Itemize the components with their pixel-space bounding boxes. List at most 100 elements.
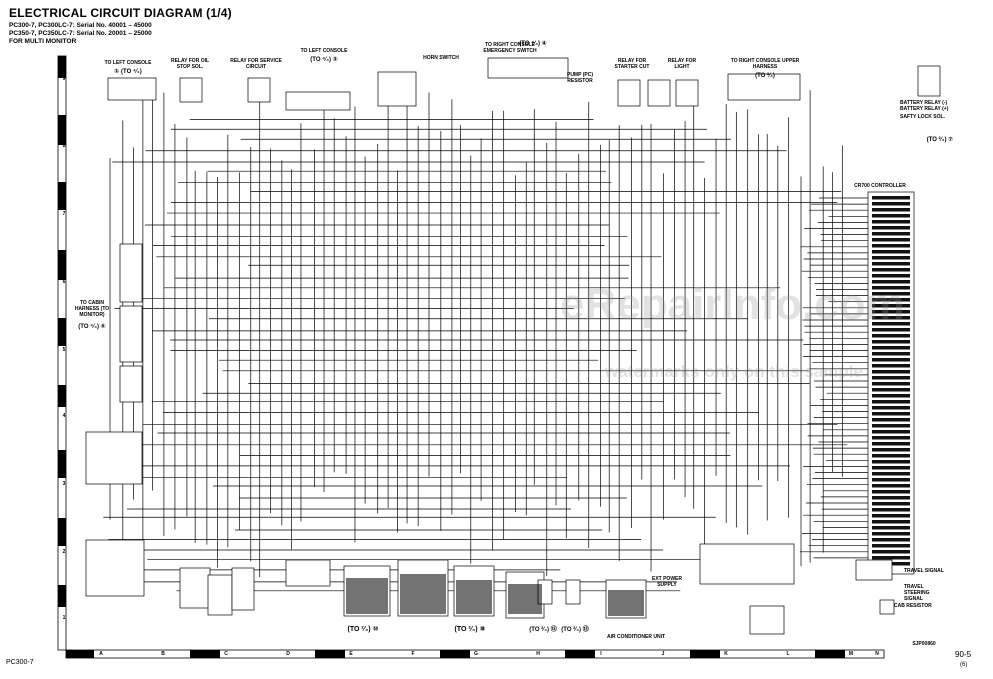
label-to-ref-right: (TO ²⁄₄) ⑦: [926, 137, 954, 143]
controller-pin: [872, 484, 910, 488]
controller-pin: [872, 262, 910, 266]
controller-pin: [872, 430, 910, 434]
controller-pin: [872, 298, 910, 302]
controller-pin: [872, 388, 910, 392]
row-label-1: 1: [62, 615, 66, 621]
controller-pin: [872, 382, 910, 386]
label-travel-steering: TRAVEL STEERING SIGNAL: [904, 584, 930, 602]
controller-pin: [872, 406, 910, 410]
controller-pin: [872, 226, 910, 230]
pin-table: [346, 578, 388, 614]
side-connector: [119, 243, 143, 303]
col-label-c: C: [224, 651, 228, 657]
pin-table: [456, 580, 492, 614]
row-label-9: 9: [62, 76, 66, 82]
controller-pin: [872, 550, 910, 554]
col-label-h: H: [536, 651, 540, 657]
controller-pin: [872, 364, 910, 368]
label-pump-resistor: PUMP (PC) RESISTOR: [566, 72, 594, 84]
top-connector: [247, 77, 271, 103]
controller-pin: [872, 286, 910, 290]
controller-pin: [872, 544, 910, 548]
controller-pin: [872, 376, 910, 380]
label-bottom-ref-3: (TO ²⁄₄) ⑫: [529, 627, 557, 633]
controller-pin: [872, 232, 910, 236]
row-label-8: 8: [62, 143, 66, 149]
controller-pin: [872, 448, 910, 452]
model-footer: PC300-7: [6, 659, 34, 666]
controller-pin: [872, 460, 910, 464]
bottom-connector: [879, 599, 895, 615]
controller-pin: [872, 358, 910, 362]
label-ext-power: EXT POWER SUPPLY: [651, 576, 682, 588]
col-label-m: M: [848, 651, 854, 657]
side-connector: [85, 431, 143, 485]
col-label-b: B: [161, 651, 165, 657]
row-label-2: 2: [62, 549, 66, 555]
top-connector: [487, 57, 569, 79]
controller-pin: [872, 478, 910, 482]
bottom-connector: [207, 574, 233, 616]
controller-pin: [872, 352, 910, 356]
col-label-d: D: [286, 651, 290, 657]
label-relay-light: RELAY FOR LIGHT: [667, 58, 697, 70]
col-label-f: F: [411, 651, 415, 657]
col-label-k: K: [724, 651, 728, 657]
controller-pin: [872, 394, 910, 398]
controller-pin: [872, 214, 910, 218]
controller-pin: [872, 334, 910, 338]
serial-line-3: FOR MULTI MONITOR: [9, 38, 77, 45]
label-horn-switch: HORN SWITCH: [423, 55, 459, 61]
top-connector: [285, 91, 351, 111]
label-travel-signal: TRAVEL SIGNAL: [904, 568, 944, 574]
controller-pin: [872, 346, 910, 350]
top-connector: [647, 79, 671, 107]
col-label-g: G: [474, 651, 478, 657]
top-connector: [617, 79, 641, 107]
side-connector: [119, 305, 143, 363]
controller-pin: [872, 454, 910, 458]
label-air-conditioner: AIR CONDITIONER UNIT: [606, 634, 666, 640]
bottom-connector: [855, 559, 893, 581]
controller-pin: [872, 418, 910, 422]
controller-pin: [872, 238, 910, 242]
label-safety-lock: SAFTY LOCK SOL.: [900, 114, 945, 120]
label-drawing-no: SJP00860: [912, 641, 936, 647]
side-connector: [119, 365, 143, 403]
controller-pin: [872, 316, 910, 320]
controller-pin: [872, 442, 910, 446]
label-to-right-console-upper-ref: (TO ²⁄₄): [755, 73, 775, 79]
controller-pin: [872, 532, 910, 536]
bottom-connector: [285, 559, 331, 587]
controller-pin: [872, 538, 910, 542]
controller-pin: [872, 496, 910, 500]
controller-pin: [872, 202, 910, 206]
pin-table: [400, 574, 446, 614]
controller-pin: [872, 556, 910, 560]
controller-pin: [872, 256, 910, 260]
pin-table: [608, 590, 644, 616]
controller-pin: [872, 424, 910, 428]
col-label-l: L: [786, 651, 790, 657]
controller-pin: [872, 502, 910, 506]
label-bottom-ref-1: (TO ²⁄₄) ⑩: [347, 626, 379, 633]
bottom-connector: [179, 567, 211, 609]
controller-pin: [872, 412, 910, 416]
top-connector: [377, 71, 417, 107]
label-to-right-console: TO RIGHT CONSOLE EMERGENCY SWITCH: [483, 42, 537, 54]
top-connector: [727, 73, 801, 101]
controller-pin: [872, 274, 910, 278]
label-to-left-console-1-ref: ① (TO ⁴⁄₄): [114, 69, 142, 75]
bottom-connector: [231, 567, 255, 611]
controller-pin: [872, 280, 910, 284]
label-to-cabin-harness: TO CABIN HARNESS (TO MONITOR): [74, 300, 110, 318]
bottom-connector: [749, 605, 785, 635]
controller-pin: [872, 310, 910, 314]
controller-pin: [872, 520, 910, 524]
top-connector: [107, 77, 157, 101]
label-relay-starter: RELAY FOR STARTER CUT: [614, 58, 650, 70]
top-connector: [179, 77, 203, 103]
page-number: 90-5: [955, 650, 972, 659]
label-to-right-console-upper: TO RIGHT CONSOLE UPPER HARNESS: [730, 58, 800, 70]
